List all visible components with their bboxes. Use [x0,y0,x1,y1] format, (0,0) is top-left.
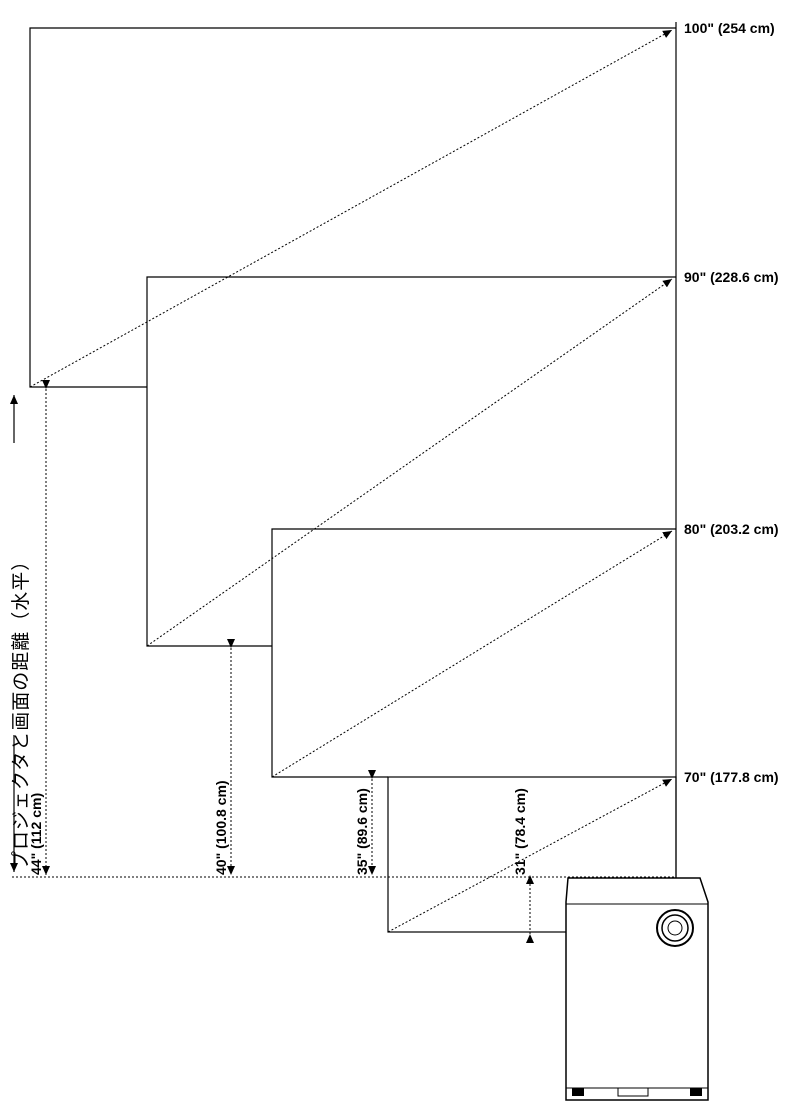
screen-100 [29,27,676,875]
screen-100-diagonal [29,29,673,388]
screen-90-diagonal [146,278,673,647]
distance-label-31: 31" (78.4 cm) [512,788,528,875]
screen-90-outline [146,276,676,647]
screen-80-diagonal [271,530,673,778]
size-label-90: 90" (228.6 cm) [684,269,779,285]
distance-label-35: 35" (89.6 cm) [354,788,370,875]
distance-label-44: 44" (112 cm) [28,793,44,875]
size-label-80: 80" (203.2 cm) [684,521,779,537]
screen-100-outline [29,27,676,388]
screen-70-diagonal [387,778,673,933]
screen-70 [387,776,677,943]
screen-80-outline [271,528,676,778]
projector-icon [565,877,709,1101]
size-label-70: 70" (177.8 cm) [684,769,779,785]
screen-90 [146,276,676,875]
screen-80 [271,528,676,875]
axis-label: プロジェクタと画面の距離（水平） [10,551,32,870]
distance-label-40: 40" (100.8 cm) [213,780,229,875]
size-label-100: 100" (254 cm) [684,20,775,36]
